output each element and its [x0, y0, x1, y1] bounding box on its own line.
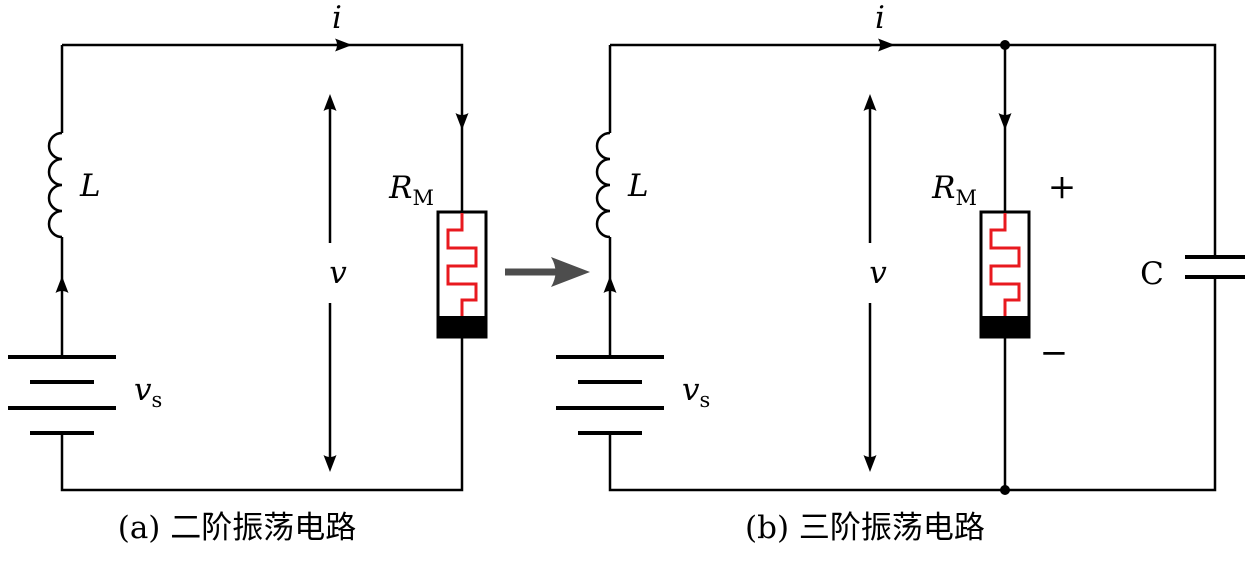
- inductor-coil: [47, 131, 63, 239]
- voltage-arrowhead-down: [323, 455, 337, 472]
- inductor-coil: [595, 131, 611, 239]
- voltage-double-arrow: [863, 94, 877, 472]
- junction-dot-bottom: [1000, 485, 1010, 495]
- memristor-zigzag: [446, 213, 478, 316]
- label-memristor: RM: [931, 170, 977, 210]
- memristor-arrowhead-down: [455, 113, 469, 130]
- circuit-a: i L v vs RM (a) 二阶振荡电路: [8, 0, 488, 546]
- memristor-zigzag: [989, 213, 1021, 316]
- capacitor: [1185, 255, 1245, 279]
- label-memristor: RM: [388, 170, 434, 210]
- memristor: [979, 210, 1031, 339]
- voltage-arrowhead-up: [323, 94, 337, 111]
- label-current: i: [332, 0, 342, 36]
- wire-loop: [60, 43, 464, 492]
- circuit-b: i L v vs RM + − C (b) 三阶振荡电路: [556, 0, 1245, 546]
- label-inductor: L: [627, 168, 649, 204]
- current-arrowhead-right: [335, 38, 352, 52]
- junction-dot-top: [1000, 40, 1010, 50]
- wire-loop: [608, 43, 1217, 492]
- label-polarity-plus: +: [1048, 167, 1077, 207]
- label-memristor-sub: M: [955, 186, 977, 210]
- battery-source: [556, 355, 664, 435]
- memristor-bottom-bar: [981, 316, 1029, 337]
- label-inductor: L: [79, 168, 101, 204]
- label-source: vs: [134, 372, 162, 412]
- caption-circuit-a: (a) 二阶振荡电路: [118, 510, 357, 546]
- label-memristor-sub: M: [412, 186, 434, 210]
- voltage-double-arrow: [323, 94, 337, 472]
- label-memristor-main: R: [388, 170, 412, 206]
- source-arrowhead-up: [603, 276, 617, 293]
- memristor: [436, 210, 488, 339]
- label-source-main: v: [682, 372, 700, 408]
- label-voltage: v: [329, 255, 347, 291]
- memristor-bottom-bar: [438, 316, 486, 337]
- label-polarity-minus: −: [1040, 333, 1069, 373]
- voltage-arrowhead-down: [863, 455, 877, 472]
- transform-arrow: [505, 257, 590, 287]
- memristor-arrowhead-down: [998, 113, 1012, 130]
- label-source-sub: s: [700, 388, 711, 412]
- label-voltage: v: [869, 255, 887, 291]
- label-source: vs: [682, 372, 710, 412]
- label-memristor-main: R: [931, 170, 955, 206]
- current-arrowhead-right: [878, 38, 895, 52]
- transform-arrowhead: [551, 257, 590, 287]
- label-source-sub: s: [152, 388, 163, 412]
- label-capacitor: C: [1140, 256, 1164, 292]
- battery-source: [8, 355, 116, 435]
- label-source-main: v: [134, 372, 152, 408]
- caption-circuit-b: (b) 三阶振荡电路: [745, 510, 985, 546]
- voltage-arrowhead-up: [863, 94, 877, 111]
- source-arrowhead-up: [55, 276, 69, 293]
- label-current: i: [875, 0, 885, 36]
